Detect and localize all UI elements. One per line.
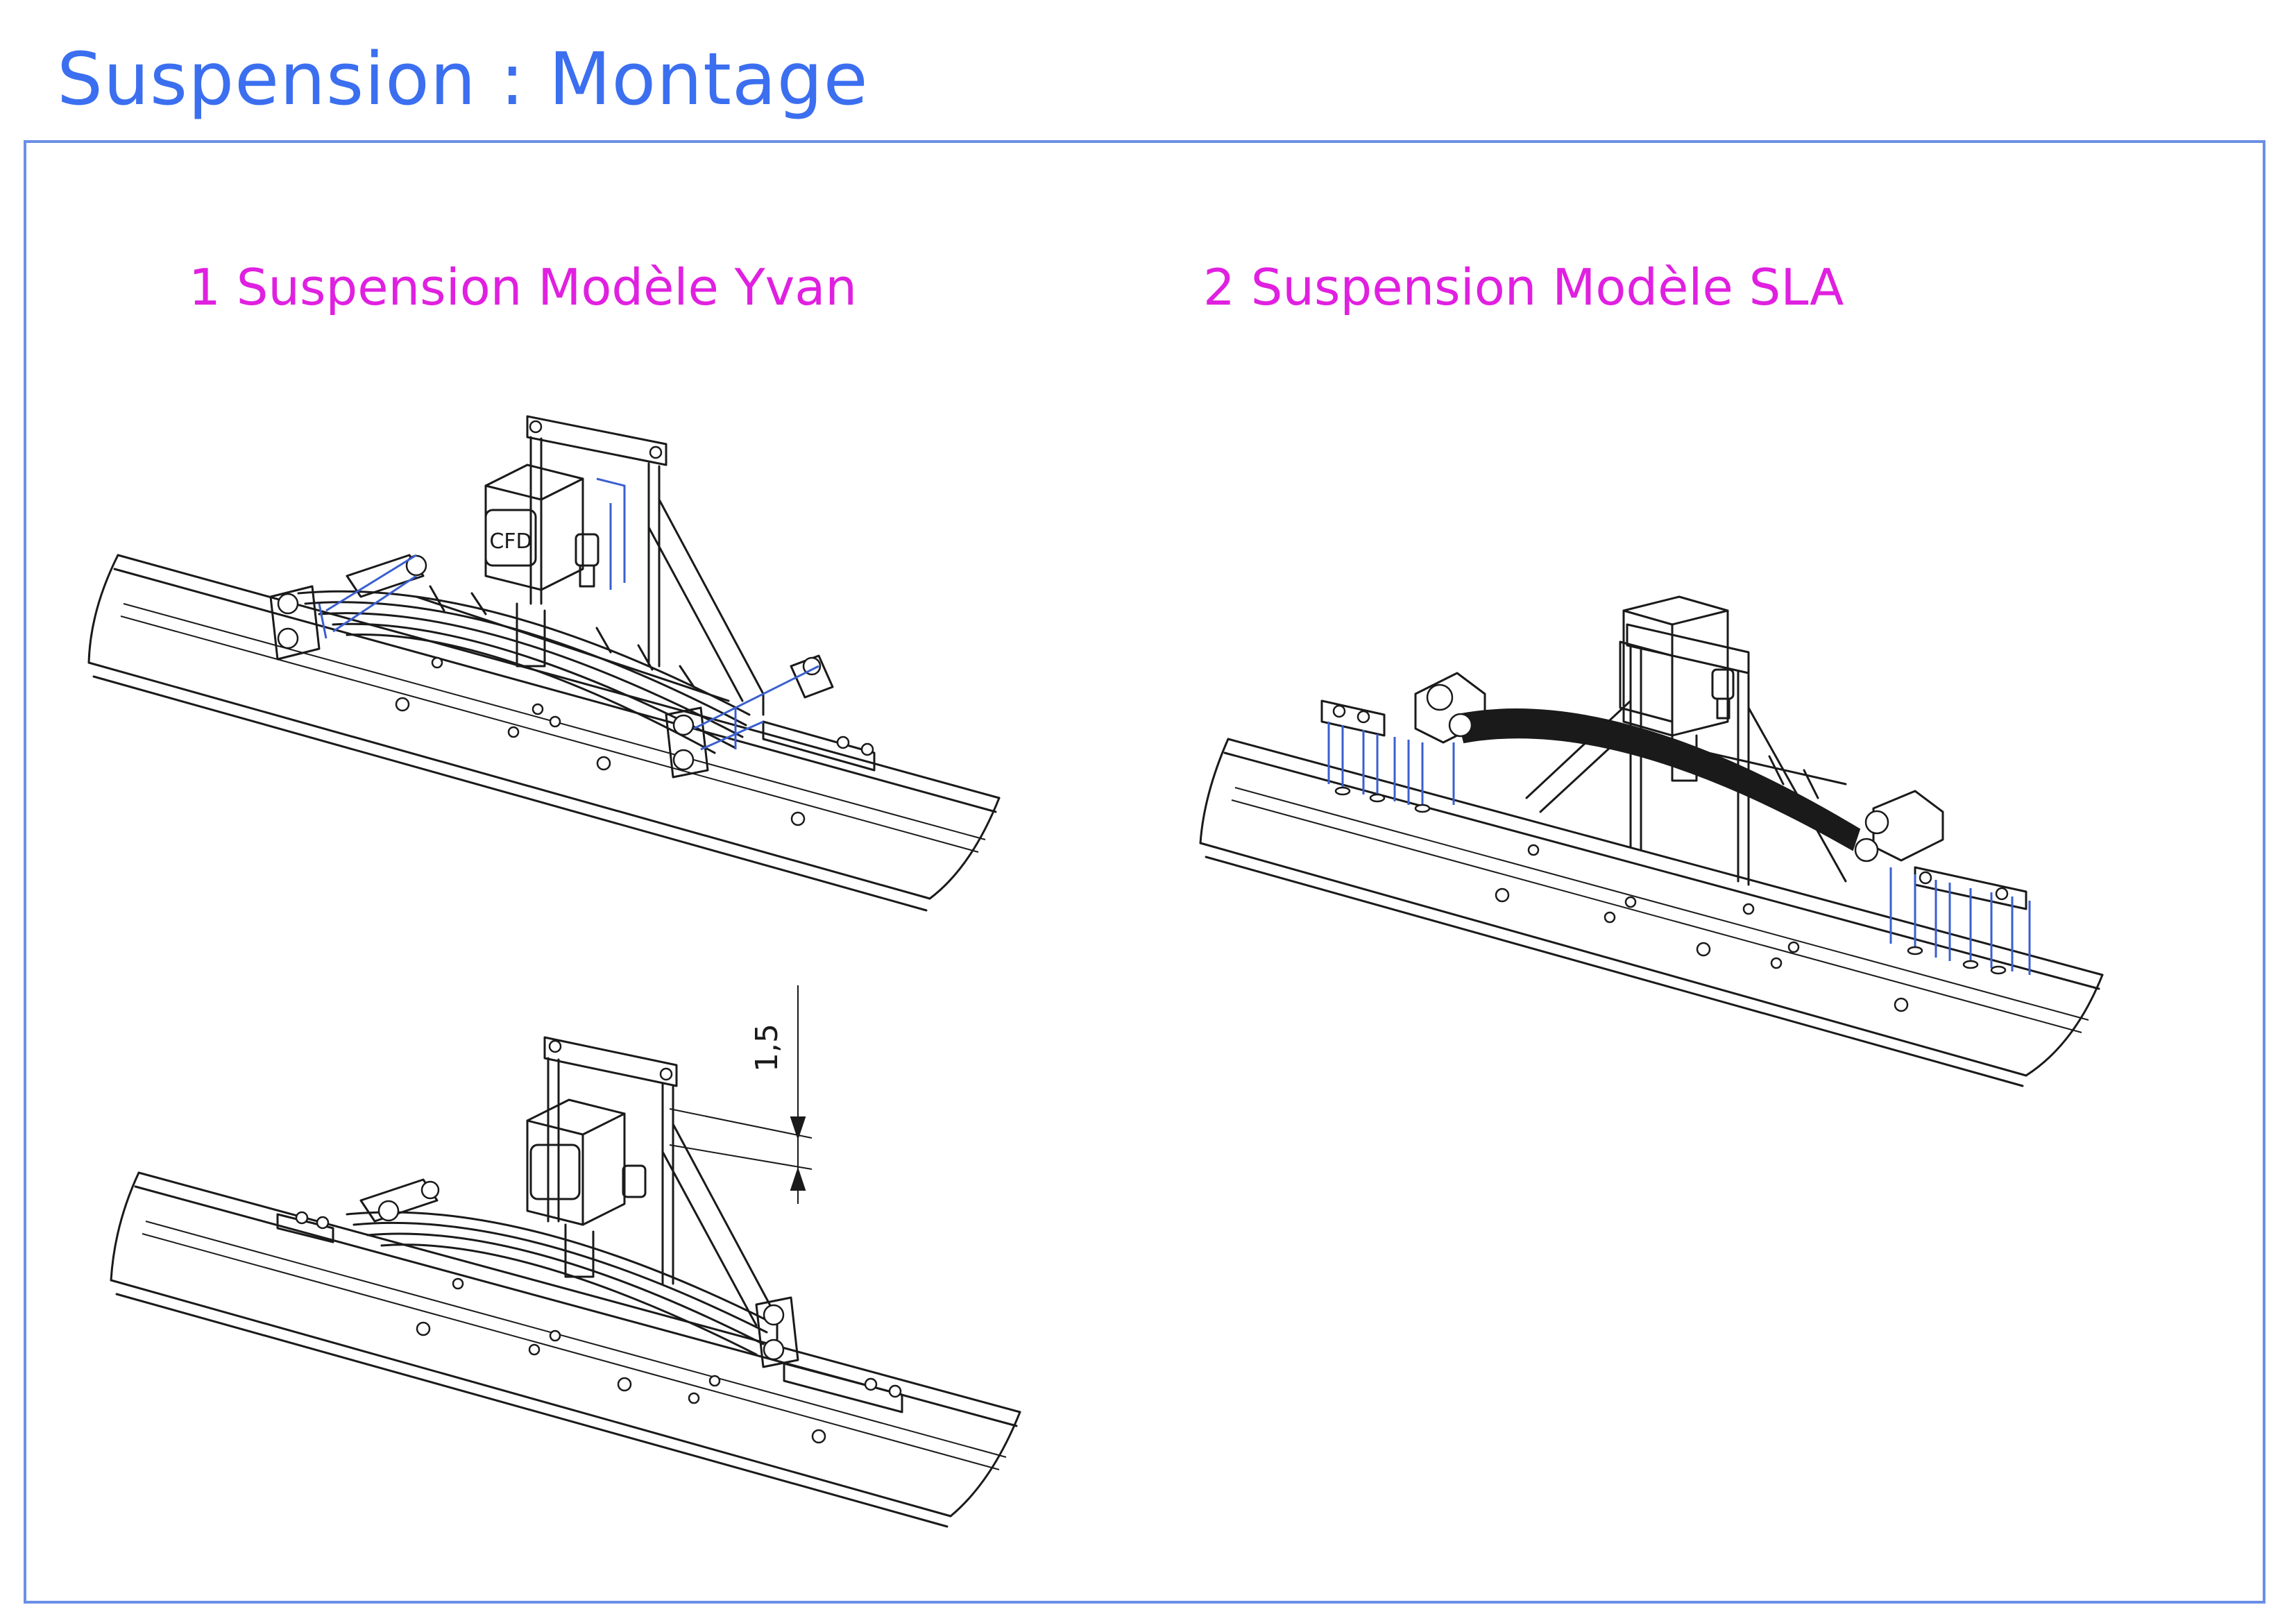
- leaf-spring: [346, 1211, 772, 1356]
- assembly-yvan-mounted: 1,5: [110, 985, 1021, 1528]
- axle-box-marking: CFD: [489, 529, 532, 554]
- dimension-value: 1,5: [749, 1023, 785, 1072]
- chassis-beam: [87, 554, 1001, 912]
- spring-shackle-right: [665, 654, 876, 779]
- drawing-frame: [24, 140, 2265, 1604]
- spring-shackle-left: [269, 554, 427, 661]
- height-dimension: 1,5: [669, 985, 813, 1204]
- chassis-beam: [1199, 738, 2104, 1087]
- leaf-spring: [1456, 708, 1861, 851]
- beam-holes: [1495, 844, 1909, 1012]
- assembly-sla-exploded: [1199, 595, 2104, 1087]
- assembly-yvan-exploded: CFD: [87, 415, 1001, 912]
- spring-hanger-right: [1854, 790, 2031, 975]
- view-label-yvan: 1 Suspension Modèle Yvan: [189, 258, 857, 316]
- axle-box: [526, 1098, 647, 1226]
- spring-hanger-left: [1320, 672, 1486, 813]
- beam-holes: [416, 1277, 826, 1444]
- spring-shackles: [276, 1178, 903, 1413]
- view-label-sla: 2 Suspension Modèle SLA: [1203, 258, 1844, 316]
- axle-box: CFD: [484, 464, 626, 591]
- page-title: Suspension : Montage: [57, 37, 869, 121]
- beam-holes: [395, 656, 806, 826]
- chassis-beam: [110, 1171, 1021, 1528]
- axle-box: [1619, 595, 1735, 782]
